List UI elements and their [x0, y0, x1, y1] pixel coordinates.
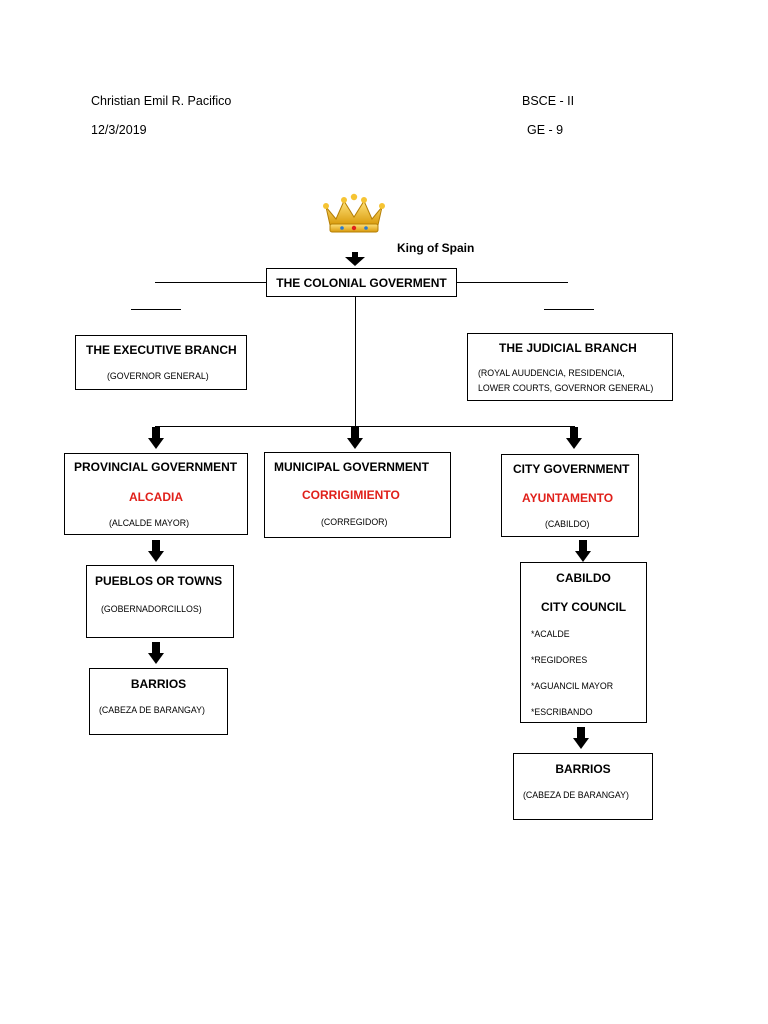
judicial-branch-sub-1: (ROYAL AUUDENCIA, RESIDENCIA, [478, 368, 625, 378]
barrios-right-title: BARRIOS [555, 762, 611, 776]
barrios-left-sub: (CABEZA DE BARANGAY) [99, 705, 205, 715]
crown-icon [323, 193, 385, 233]
cabildo-box: CABILDO CITY COUNCIL *ACALDE *REGIDORES … [520, 562, 647, 723]
arrow-down-icon [566, 427, 582, 449]
course: BSCE - II [522, 94, 575, 108]
colonial-government-box: THE COLONIAL GOVERMENT [266, 268, 457, 297]
connector-line [131, 309, 181, 310]
arrow-down-icon [148, 642, 164, 664]
king-label: King of Spain [397, 241, 475, 255]
barrios-left-box: BARRIOS (CABEZA DE BARANGAY) [89, 668, 228, 735]
connector-line [544, 309, 594, 310]
pueblos-box: PUEBLOS OR TOWNS (GOBERNADORCILLOS) [86, 565, 234, 638]
executive-branch-title: THE EXECUTIVE BRANCH [86, 343, 237, 357]
executive-branch-sub: (GOVERNOR GENERAL) [107, 371, 209, 381]
provincial-government-box: PROVINCIAL GOVERNMENT ALCADIA (ALCALDE M… [64, 453, 248, 535]
arrow-down-icon [148, 540, 164, 562]
council-item: *ACALDE [531, 629, 570, 639]
date: 12/3/2019 [91, 123, 147, 137]
executive-branch-box: THE EXECUTIVE BRANCH (GOVERNOR GENERAL) [75, 335, 247, 390]
arrow-down-icon [345, 252, 365, 266]
council-item: *ESCRIBANDO [531, 707, 593, 717]
barrios-right-sub: (CABEZA DE BARANGAY) [523, 790, 629, 800]
judicial-branch-sub-2: LOWER COURTS, GOVERNOR GENERAL) [478, 383, 654, 393]
connector-line [355, 297, 356, 427]
judicial-branch-title: THE JUDICIAL BRANCH [499, 341, 637, 355]
city-government-title: CITY GOVERNMENT [513, 462, 630, 476]
provincial-local-name: ALCADIA [129, 490, 183, 504]
arrow-down-icon [573, 727, 589, 749]
arrow-down-icon [148, 427, 164, 449]
subject: GE - 9 [527, 123, 564, 137]
connector-line [457, 282, 568, 283]
judicial-branch-box: THE JUDICIAL BRANCH (ROYAL AUUDENCIA, RE… [467, 333, 673, 401]
barrios-left-title: BARRIOS [130, 677, 187, 691]
provincial-sub: (ALCALDE MAYOR) [109, 518, 190, 528]
colonial-government-title: THE COLONIAL GOVERMENT [276, 276, 447, 290]
barrios-right-box: BARRIOS (CABEZA DE BARANGAY) [513, 753, 653, 820]
council-item: *AGUANCIL MAYOR [531, 681, 614, 691]
city-sub: (CABILDO) [545, 519, 590, 529]
cabildo-title: CABILDO [556, 571, 611, 585]
provincial-government-title: PROVINCIAL GOVERNMENT [74, 460, 238, 474]
connector-line [155, 282, 266, 283]
connector-line [155, 426, 575, 427]
municipal-sub: (CORREGIDOR) [321, 517, 388, 527]
municipal-government-title: MUNICIPAL GOVERNMENT [274, 460, 429, 474]
city-local-name: AYUNTAMENTO [522, 491, 614, 505]
municipal-government-box: MUNICIPAL GOVERNMENT CORRIGIMIENTO (CORR… [264, 452, 451, 538]
pueblos-title: PUEBLOS OR TOWNS [95, 574, 223, 588]
council-item: *REGIDORES [531, 655, 588, 665]
arrow-down-icon [575, 540, 591, 562]
arrow-down-icon [347, 427, 363, 449]
city-government-box: CITY GOVERNMENT AYUNTAMENTO (CABILDO) [501, 454, 639, 537]
pueblos-sub: (GOBERNADORCILLOS) [101, 604, 202, 614]
author-name: Christian Emil R. Pacifico [91, 94, 232, 108]
city-council-title: CITY COUNCIL [540, 600, 627, 614]
municipal-local-name: CORRIGIMIENTO [302, 488, 400, 502]
